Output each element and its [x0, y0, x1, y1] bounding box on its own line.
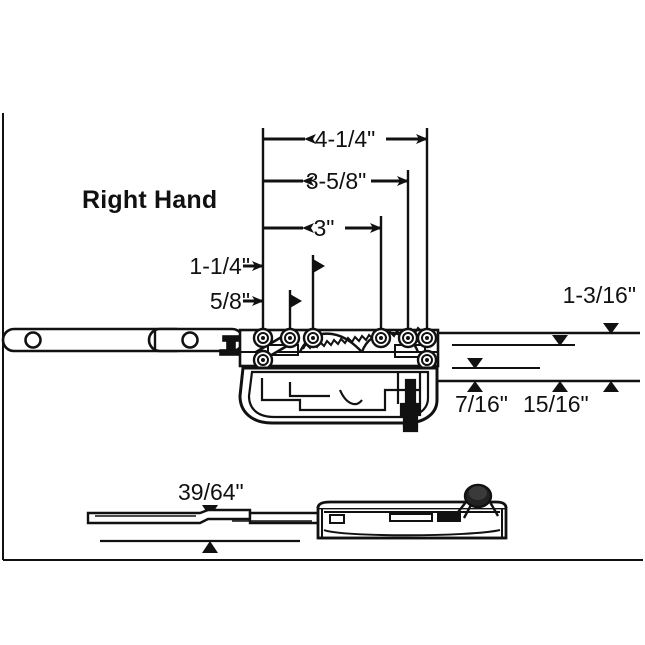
side-view-housing-detail — [321, 508, 503, 538]
screw — [370, 327, 392, 349]
dimension-label-height-overall: 1-3/16" — [563, 282, 636, 308]
extension-lines — [261, 128, 429, 345]
dimension-label: 4-1/4" — [315, 126, 376, 152]
screw — [416, 349, 438, 371]
dimension-label-height-base: 7/16" — [455, 391, 508, 417]
arm-pivot-hole-right — [181, 331, 199, 349]
dimension-offset-medium: 1-1/4" — [189, 253, 325, 279]
screw — [397, 327, 419, 349]
screw — [279, 327, 301, 349]
side-view-handle-knob — [454, 483, 500, 519]
dimension-inner-span: 3" — [263, 215, 382, 241]
screw — [302, 327, 324, 349]
dimension-label: 1-1/4" — [189, 253, 250, 279]
dimension-label: 3-5/8" — [306, 168, 367, 194]
dimension-label-height-body: 15/16" — [523, 391, 589, 417]
arm-pivot-hole-left — [24, 331, 42, 349]
right-projection-lines — [428, 331, 640, 383]
arrowhead-1-3-16-bottom — [603, 381, 619, 392]
dimension-arrowhead — [313, 259, 325, 273]
mounting-screws — [252, 327, 438, 371]
arrowhead-1-3-16-top — [603, 323, 619, 334]
dimension-screw-span: 3-5/8" — [263, 168, 409, 194]
spindle-bracket — [396, 372, 422, 404]
screw — [252, 327, 274, 349]
handle-spindle — [399, 378, 422, 433]
thickness-arrowhead-bottom — [202, 541, 218, 553]
arrowhead-7-16-bottom — [467, 381, 483, 392]
dimension-offset-small: 5/8" — [210, 288, 302, 314]
vertical-dimension-arrowheads-bottom — [467, 381, 619, 392]
dimension-overall-width: 4-1/4" — [263, 126, 428, 152]
page-title: Right Hand — [82, 186, 217, 214]
dimension-label: 39/64" — [178, 479, 244, 505]
arrowhead-15-16-bottom — [552, 381, 568, 392]
arrowhead-15-16-top — [552, 335, 568, 346]
dimension-arrowhead — [290, 294, 302, 308]
screw — [252, 349, 274, 371]
arrowhead-7-16-top — [467, 358, 483, 369]
dimension-label: 3" — [314, 215, 335, 241]
screw — [416, 327, 438, 349]
vertical-dimension-arrowheads-top — [467, 323, 619, 369]
